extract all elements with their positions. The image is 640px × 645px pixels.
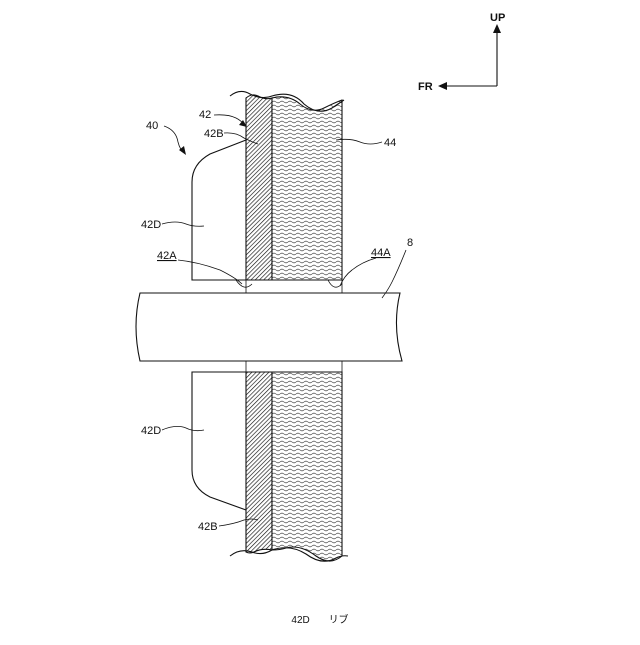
direction-indicator: UP FR <box>418 12 505 93</box>
label-42b-top: 42B <box>204 128 224 140</box>
rib-42d-upper <box>192 140 246 280</box>
label-42d-top: 42D <box>141 219 161 231</box>
label-8: 8 <box>407 237 413 249</box>
label-42b-bottom: 42B <box>198 521 218 533</box>
layer-42b-lower <box>246 372 272 553</box>
rib-42d-lower <box>192 372 246 510</box>
caption: 42D リブ <box>0 611 640 626</box>
front-direction-label: FR <box>418 81 433 93</box>
label-42d-bottom: 42D <box>141 425 161 437</box>
caption-code: 42D <box>291 615 309 626</box>
caption-text: リブ <box>329 615 349 626</box>
layer-44-upper <box>272 97 342 280</box>
label-40: 40 <box>146 120 158 132</box>
layer-44-lower <box>272 372 342 561</box>
label-44: 44 <box>384 137 396 149</box>
panel-8 <box>136 280 402 372</box>
label-42: 42 <box>199 109 211 121</box>
up-direction-label: UP <box>490 12 505 24</box>
label-44a: 44A <box>371 247 391 259</box>
upper-assembly <box>192 91 344 287</box>
label-42a: 42A <box>157 250 177 262</box>
layer-42b-upper <box>246 95 272 280</box>
